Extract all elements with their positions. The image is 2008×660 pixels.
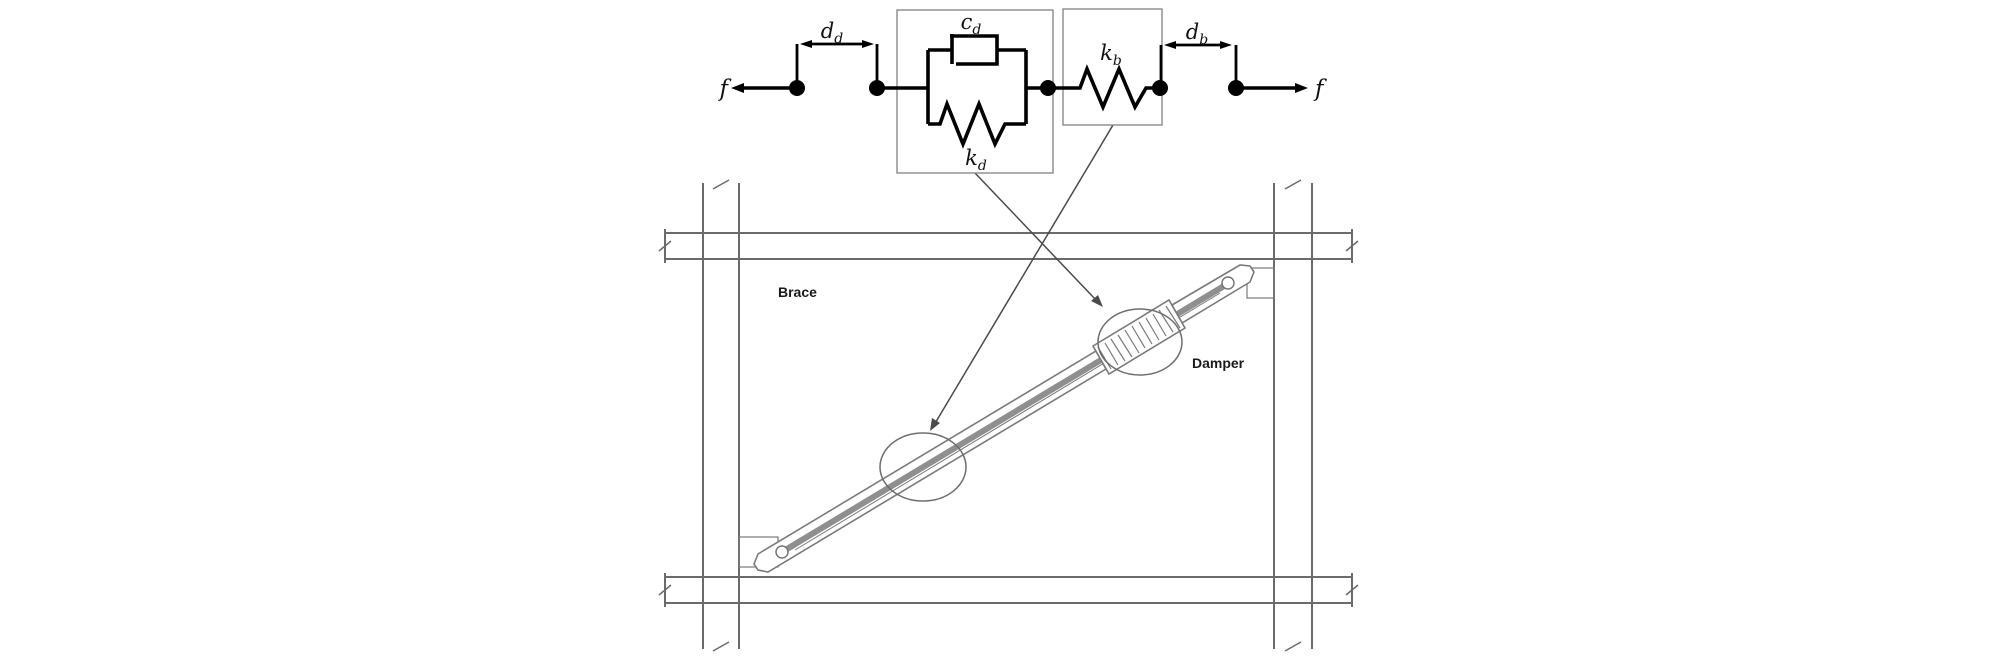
callout-arrows [930,124,1114,431]
brace-pin-bottom [775,545,789,559]
column-left [702,179,740,652]
spring-kb-label: kb [1100,41,1122,69]
beam-bottom [658,573,1359,607]
gap-db-dimension [1159,41,1238,88]
brace-member [753,264,1255,573]
arrow-to-brace [930,124,1114,431]
break-mark [712,641,730,652]
force-arrow-right [1236,83,1308,93]
highlight-circle-damper [1097,308,1183,376]
arrow-to-damper [974,172,1103,307]
highlight-circle-brace [879,432,967,502]
spring-kd-symbol [928,98,1026,149]
spring-kd-label: kd [965,146,987,174]
pin-node-1 [789,80,805,96]
brace-label: Brace [778,284,817,300]
break-mark [1284,641,1302,652]
gap-db-label: db [1186,20,1208,48]
break-mark [658,584,672,596]
dashpot-symbol [928,34,1026,66]
force-label-right: f [1313,76,1327,102]
force-label-left: f [717,76,731,102]
break-mark [658,240,672,252]
break-mark [1284,179,1302,190]
break-mark [1345,240,1359,252]
damper-hatch [1097,305,1181,370]
damper-label: Damper [1192,355,1245,371]
gap-dd-label: dd [821,19,843,47]
beam-top [658,229,1359,263]
column-right [1273,179,1313,652]
dashpot-label: cd [961,10,982,38]
force-arrow-left [731,83,797,93]
break-mark [1345,584,1359,596]
break-mark [712,179,730,190]
spring-kb-symbol [1048,64,1160,112]
damper-device [1091,298,1187,376]
brace-pin-top [1221,276,1235,290]
mechanical-model: f dd cd kd [717,8,1327,174]
gap-dd-dimension [795,40,879,88]
frame-elevation: Brace Damper [658,179,1359,652]
